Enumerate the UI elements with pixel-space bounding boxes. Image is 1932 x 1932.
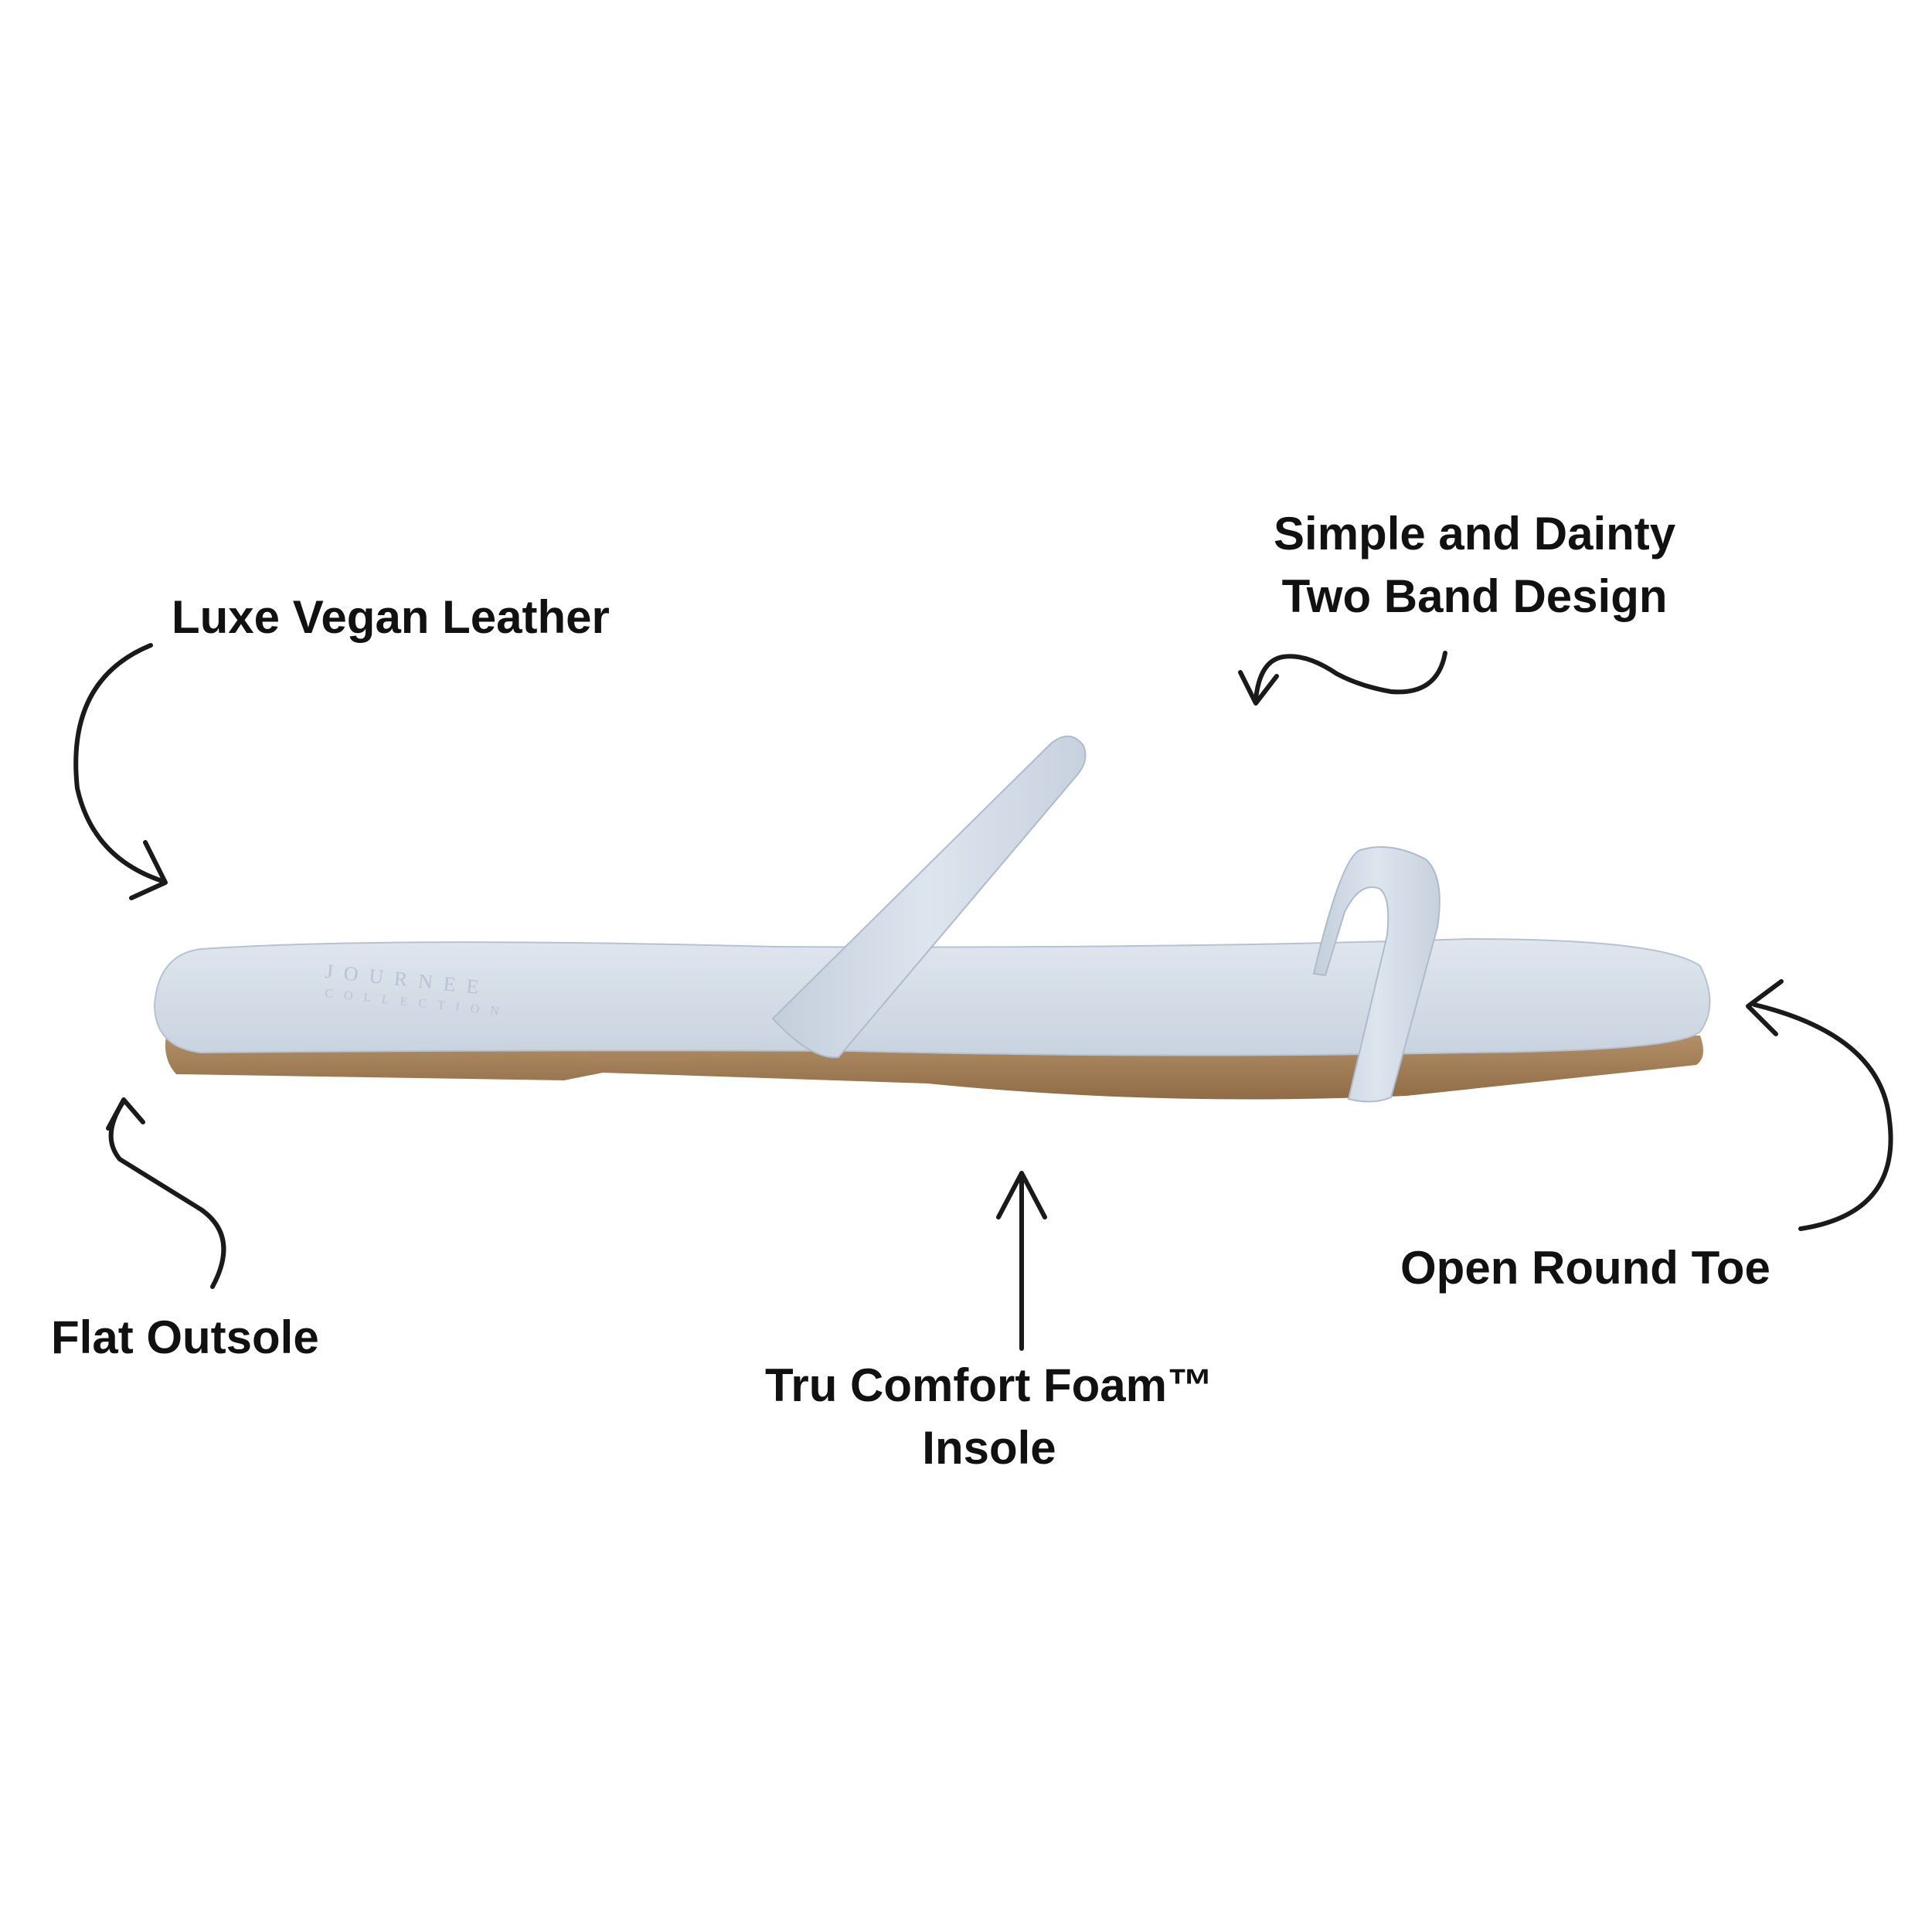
arrow-to-outsole [106,1097,226,1289]
arrow-to-insole [996,1171,1047,1351]
callout-flat-outsole: Flat Outsole [51,1311,319,1363]
sandal-rear-strap [771,735,1087,1059]
callout-open-round-toe: Open Round Toe [1400,1242,1770,1294]
callout-tru-comfort-line1: Tru Comfort Foam™ [765,1359,1213,1411]
arrow-to-toe [1746,979,1893,1231]
callout-tru-comfort-insole: Tru Comfort Foam™ Insole [765,1354,1213,1479]
callout-luxe-vegan-leather: Luxe Vegan Leather [172,591,610,643]
callout-two-band-line2: Two Band Design [1281,570,1668,622]
arrow-to-upper [73,643,168,900]
sandal-toe-strap [1312,846,1440,1103]
callout-tru-comfort-line2: Insole [922,1422,1056,1474]
callout-two-band-line1: Simple and Dainty [1274,508,1676,560]
callout-two-band-design: Simple and Dainty Two Band Design [1274,502,1675,628]
arrow-to-straps [1238,651,1447,706]
